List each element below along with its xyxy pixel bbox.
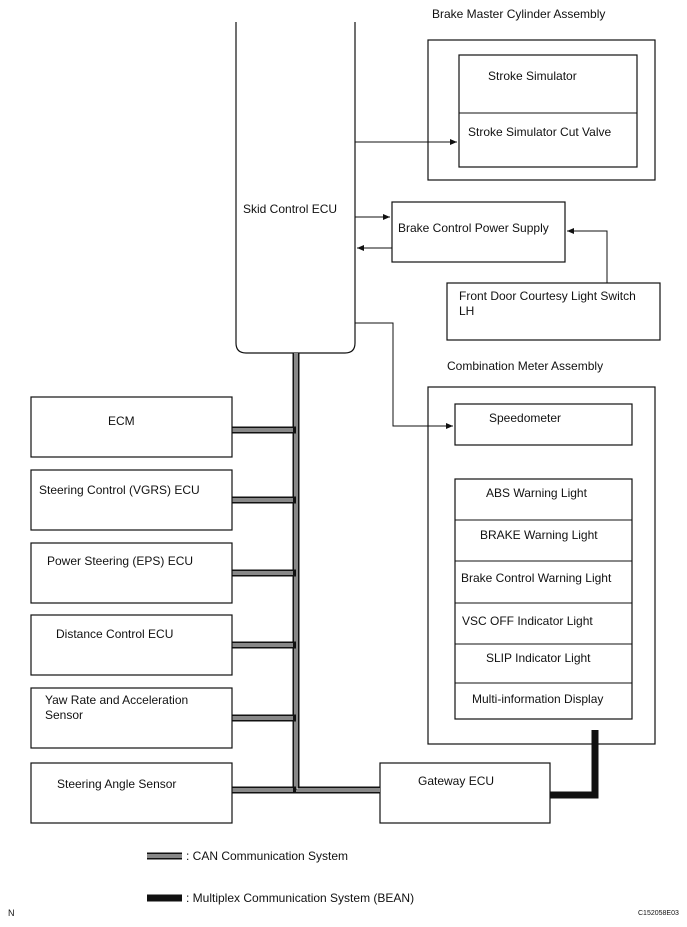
eps-ecu-label: Power Steering (EPS) ECU (47, 554, 193, 568)
yaw-rate-sensor-label-2: Sensor (45, 708, 83, 722)
steering-angle-sensor-label: Steering Angle Sensor (57, 777, 176, 791)
steering-angle-sensor-box (30, 762, 233, 824)
distance-control-ecu-box (30, 614, 233, 676)
slip-indicator-light-label: SLIP Indicator Light (486, 651, 591, 665)
brake-control-warning-light-label: Brake Control Warning Light (461, 571, 612, 585)
speedometer-box (454, 403, 633, 446)
brake-control-power-supply-label: Brake Control Power Supply (398, 221, 549, 235)
figure-code: C152058E03 (638, 910, 679, 917)
abs-warning-light-label: ABS Warning Light (486, 486, 588, 500)
arrow-ecu-to-speedometer (355, 322, 453, 429)
eps-ecu-box (30, 542, 233, 604)
front-door-switch-box (446, 282, 661, 341)
ecm-box (30, 396, 233, 458)
yaw-rate-sensor-label-1: Yaw Rate and Acceleration (45, 693, 188, 707)
corner-mark-left: N (8, 908, 15, 918)
combination-meter-title: Combination Meter Assembly (447, 359, 603, 373)
can-bus (232, 353, 380, 794)
gateway-ecu-label: Gateway ECU (418, 774, 494, 788)
meter-items-box (454, 478, 633, 720)
arrow-switch-to-power-supply (567, 228, 608, 283)
stroke-simulator-cut-valve-label: Stroke Simulator Cut Valve (468, 125, 611, 139)
front-door-switch-label-1: Front Door Courtesy Light Switch (459, 289, 636, 303)
can-legend-label: : CAN Communication System (186, 849, 348, 863)
distance-control-ecu-label: Distance Control ECU (56, 627, 173, 641)
meter-dividers (455, 519, 632, 684)
bean-legend-label: : Multiplex Communication System (BEAN) (186, 891, 414, 905)
multi-information-display-label: Multi-information Display (472, 692, 603, 706)
gateway-ecu-box (379, 762, 551, 824)
skid-control-ecu-box (235, 22, 356, 354)
vsc-off-indicator-light-label: VSC OFF Indicator Light (462, 614, 593, 628)
ecm-label: ECM (108, 414, 135, 428)
brake-master-cylinder-title: Brake Master Cylinder Assembly (432, 7, 605, 21)
vgrs-ecu-box (30, 469, 233, 531)
stroke-simulator-label: Stroke Simulator (488, 69, 577, 83)
brake-control-power-supply-box (391, 201, 566, 263)
speedometer-label: Speedometer (489, 411, 561, 425)
bean-line (549, 730, 599, 799)
front-door-switch-label-2: LH (459, 304, 474, 318)
skid-control-ecu-label: Skid Control ECU (243, 202, 337, 216)
vgrs-ecu-label: Steering Control (VGRS) ECU (39, 483, 200, 497)
brake-warning-light-label: BRAKE Warning Light (480, 528, 598, 542)
yaw-rate-sensor-box (30, 687, 233, 749)
stroke-simulator-box (458, 54, 638, 168)
